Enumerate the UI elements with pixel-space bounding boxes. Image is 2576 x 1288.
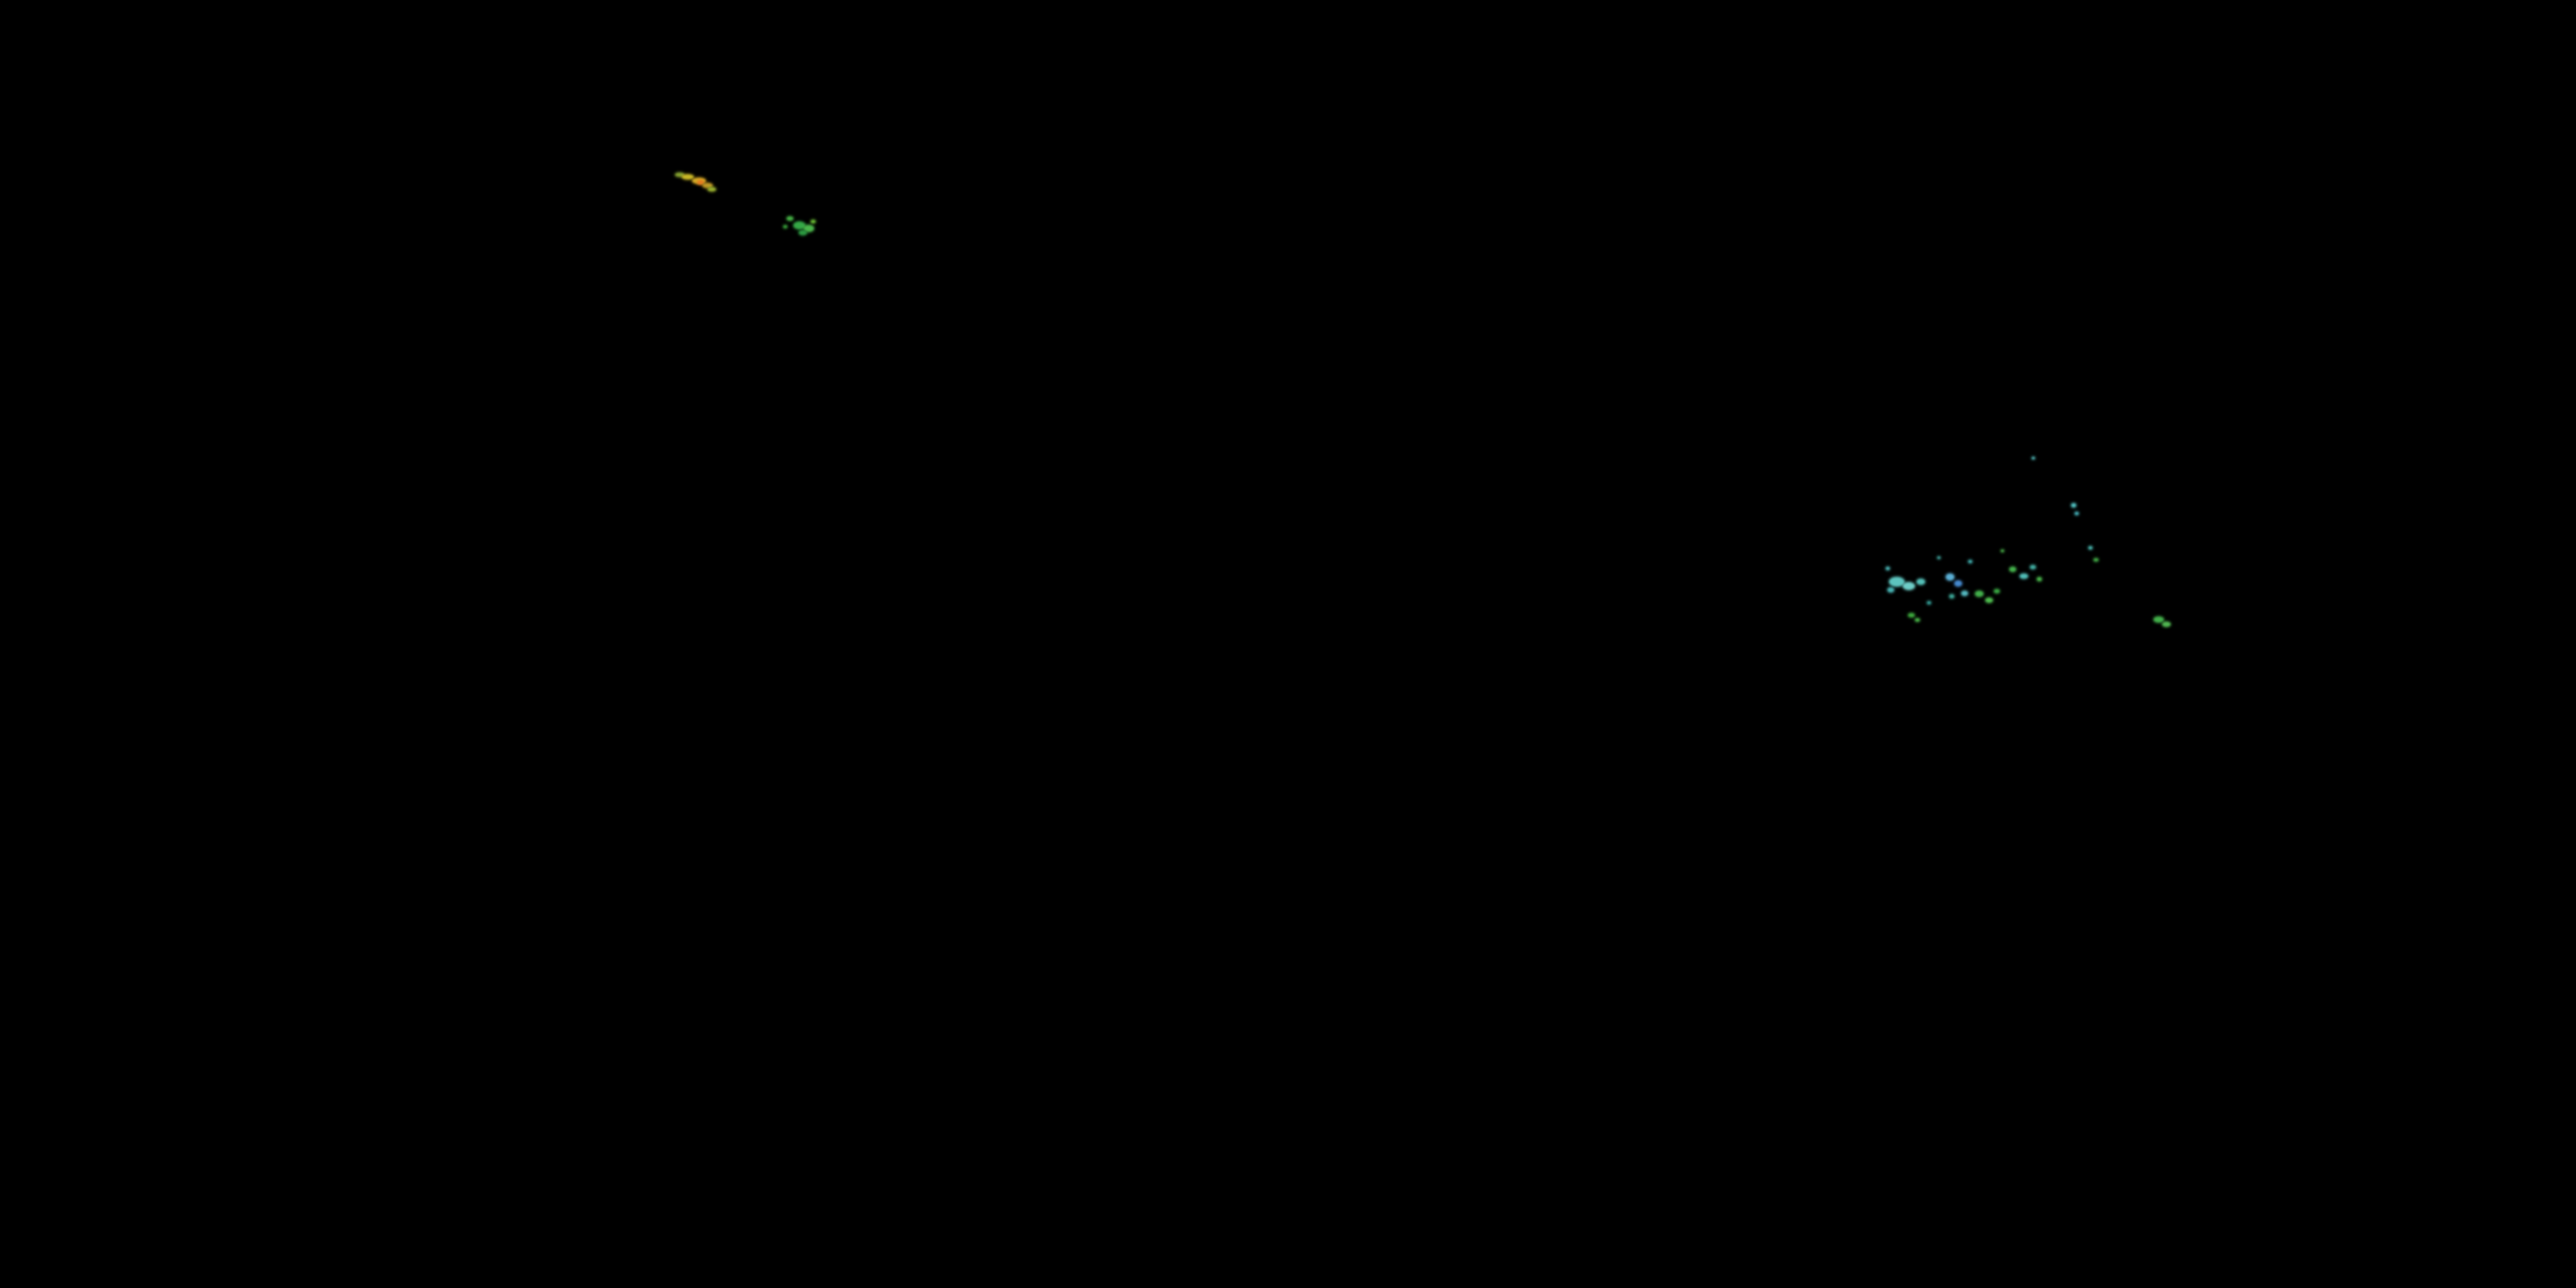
- speck: [1946, 574, 1954, 580]
- speck: [1917, 579, 1925, 585]
- speck: [708, 187, 716, 191]
- speck: [675, 173, 684, 177]
- speck: [1915, 618, 1920, 622]
- speck: [1908, 613, 1915, 617]
- speck: [1887, 587, 1894, 592]
- speck: [2093, 558, 2099, 562]
- speck: [1961, 591, 1968, 596]
- speck: [2075, 512, 2079, 515]
- speck: [1954, 580, 1962, 586]
- speck: [1975, 591, 1984, 597]
- speck: [2001, 550, 2004, 552]
- speck: [804, 225, 814, 232]
- speck: [2071, 503, 2076, 507]
- speck: [1994, 589, 2000, 593]
- speck: [1927, 601, 1931, 605]
- speck: [1889, 577, 1905, 586]
- speck: [2009, 567, 2016, 572]
- speck: [1903, 582, 1915, 590]
- speck: [2032, 457, 2035, 459]
- speck: [2037, 577, 2042, 581]
- speck: [682, 174, 694, 179]
- speck: [702, 183, 713, 188]
- speck: [783, 225, 787, 228]
- speck: [1886, 567, 1890, 570]
- speck: [811, 220, 816, 223]
- speck: [1949, 594, 1954, 598]
- speck: [1985, 598, 1993, 603]
- speck: [2154, 617, 2164, 623]
- speck: [2162, 622, 2171, 627]
- speck: [787, 216, 793, 221]
- speck: [1937, 556, 1941, 559]
- speck: [793, 222, 805, 229]
- speck: [697, 180, 704, 185]
- speck: [799, 230, 807, 235]
- speck: [2020, 574, 2028, 579]
- speck: [2088, 546, 2093, 550]
- speck: [2030, 565, 2036, 569]
- speck: [1968, 560, 1972, 563]
